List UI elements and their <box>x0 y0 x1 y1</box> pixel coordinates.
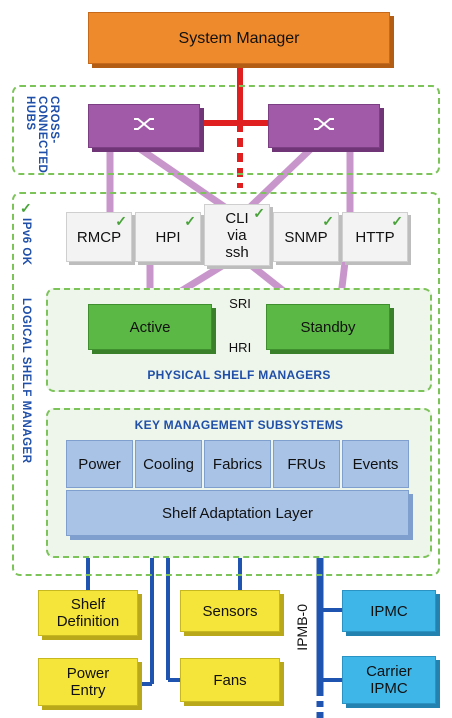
active-shelf-manager: Active <box>88 304 212 350</box>
power-entry-label: Power Entry <box>66 665 110 699</box>
interface-rmcp-label: RMCP <box>76 228 122 246</box>
hri-label: HRI <box>228 340 252 355</box>
standby-shelf-manager: Standby <box>266 304 390 350</box>
shelf-adaptation-layer-label: Shelf Adaptation Layer <box>162 504 313 522</box>
physical-shelf-managers-title: PHYSICAL SHELF MANAGERS <box>147 368 331 382</box>
hub-right <box>268 104 380 148</box>
ipv6-check-icon: ✓ <box>20 200 32 216</box>
system-manager-box: System Manager <box>88 12 390 64</box>
crossover-switch-icon <box>133 116 155 136</box>
subsystem-fabrics-label: Fabrics <box>212 455 263 473</box>
system-manager-label: System Manager <box>178 29 300 47</box>
check-icon: ✓ <box>115 213 127 229</box>
subsystem-cooling-label: Cooling <box>143 455 194 473</box>
check-icon: ✓ <box>322 213 334 229</box>
subsystem-fabrics: Fabrics <box>204 440 271 488</box>
fans-label: Fans <box>213 671 247 689</box>
ipv6-ok-indicator: ✓ IPv6 OK <box>20 200 36 290</box>
interface-http: HTTP ✓ <box>342 212 408 262</box>
crossover-switch-icon <box>313 116 335 136</box>
ipmb-bus-label-text: IPMB-0 <box>294 604 310 651</box>
subsystem-power: Power <box>66 440 133 488</box>
subsystem-events: Events <box>342 440 409 488</box>
shelf-adaptation-layer: Shelf Adaptation Layer <box>66 490 409 536</box>
active-label: Active <box>129 318 171 336</box>
power-entry-box: Power Entry <box>38 658 138 706</box>
interface-cli: CLI via ssh ✓ <box>204 204 270 266</box>
shelf-definition-label: Shelf Definition <box>56 596 120 630</box>
subsystem-frus-label: FRUs <box>287 455 326 473</box>
ipv6-ok-label: IPv6 OK <box>20 218 32 266</box>
fans-box: Fans <box>180 658 280 702</box>
hub-left <box>88 104 200 148</box>
subsystem-cooling: Cooling <box>135 440 202 488</box>
logical-shelf-manager-region <box>12 192 440 576</box>
sensors-box: Sensors <box>180 590 280 632</box>
check-icon: ✓ <box>391 213 403 229</box>
interface-http-label: HTTP <box>355 228 395 246</box>
logical-shelf-manager-label: LOGICAL SHELF MANAGER <box>20 298 32 464</box>
interface-cli-label: CLI via ssh <box>225 209 249 261</box>
standby-label: Standby <box>300 318 356 336</box>
subsystem-frus: FRUs <box>273 440 340 488</box>
ipmb-bus-label: IPMB-0 <box>294 604 310 651</box>
carrier-ipmc-label: Carrier IPMC <box>366 663 412 697</box>
ipmc-label: IPMC <box>370 602 408 620</box>
sensors-label: Sensors <box>202 602 258 620</box>
link-hub1-cli <box>126 138 236 216</box>
shelf-definition-box: Shelf Definition <box>38 590 138 636</box>
subsystem-events-label: Events <box>352 455 399 473</box>
interface-hpi-label: HPI <box>155 228 181 246</box>
interface-rmcp: RMCP ✓ <box>66 212 132 262</box>
carrier-ipmc-box: Carrier IPMC <box>342 656 436 704</box>
interface-snmp: SNMP ✓ <box>273 212 339 262</box>
ipmc-box: IPMC <box>342 590 436 632</box>
subsystem-power-label: Power <box>78 455 121 473</box>
interface-snmp-label: SNMP <box>284 228 328 246</box>
check-icon: ✓ <box>253 205 265 221</box>
key-management-title: KEY MANAGEMENT SUBSYSTEMS <box>134 418 344 432</box>
hubs-region-label: CROSS-CONNECTED HUBS <box>24 96 60 174</box>
check-icon: ✓ <box>184 213 196 229</box>
link-hub2-cli <box>241 138 322 216</box>
hubs-region <box>12 85 440 175</box>
interface-hpi: HPI ✓ <box>135 212 201 262</box>
sri-label: SRI <box>229 296 251 311</box>
